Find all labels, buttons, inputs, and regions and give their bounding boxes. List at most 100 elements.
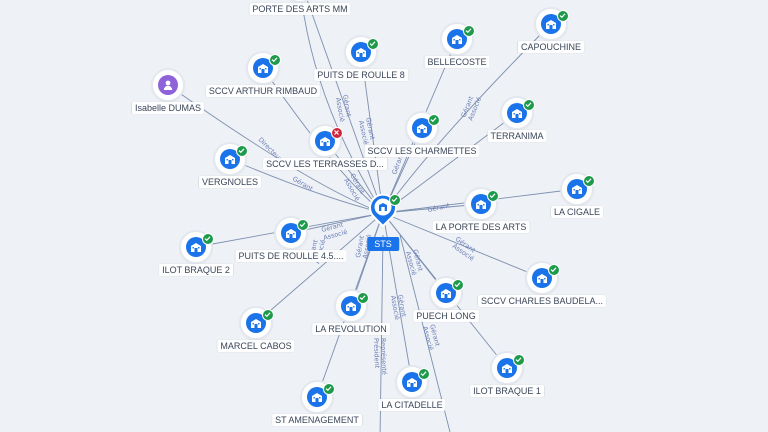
building-icon	[441, 289, 451, 298]
building-icon	[356, 48, 366, 57]
node-bubble	[215, 144, 245, 174]
edge-role-label: Représenté	[379, 338, 388, 375]
node-label: LA CIGALE	[550, 206, 604, 218]
check-badge-icon	[357, 292, 369, 304]
building-icon-circle	[532, 268, 552, 288]
edge-role-label: Gérant	[341, 94, 353, 118]
check-badge-icon	[418, 368, 430, 380]
building-icon	[452, 35, 462, 44]
node-label: SCCV LES CHARMETTES	[364, 145, 480, 157]
node-bubble	[336, 291, 366, 321]
building-icon-circle	[341, 296, 361, 316]
node-label: TERRANIMA	[487, 130, 547, 142]
check-badge-icon	[557, 10, 569, 22]
check-badge-icon	[236, 145, 248, 157]
building-icon-circle	[507, 103, 527, 123]
building-icon-circle	[220, 149, 240, 169]
building-icon	[502, 364, 512, 373]
edge-role-label: Gérant	[427, 201, 451, 214]
active-status-badge	[389, 194, 401, 206]
person-icon-circle	[158, 75, 178, 95]
check-badge-icon	[487, 190, 499, 202]
building-icon	[312, 393, 322, 402]
edge-line	[306, 0, 384, 214]
building-icon	[512, 109, 522, 118]
check-badge-icon	[513, 354, 525, 366]
node-bubble	[302, 382, 332, 412]
building-icon-circle	[253, 58, 273, 78]
building-icon-circle	[436, 283, 456, 303]
node-label: ST AMENAGEMENT	[272, 414, 362, 426]
check-badge-icon	[323, 383, 335, 395]
node-bubble	[153, 70, 183, 100]
node-label: LA CITADELLE	[378, 399, 446, 411]
node-label: Isabelle DUMAS	[131, 102, 205, 114]
check-badge-icon	[548, 264, 560, 276]
node-label: LA PORTE DES ARTS	[432, 221, 530, 233]
building-icon-circle	[186, 237, 206, 257]
node-bubble	[285, 0, 315, 1]
building-icon	[417, 124, 427, 133]
check-badge-icon	[297, 219, 309, 231]
building-icon	[546, 20, 556, 29]
check-badge-icon	[452, 279, 464, 291]
building-icon-circle	[412, 118, 432, 138]
check-badge-icon	[583, 175, 595, 187]
building-icon-circle	[307, 387, 327, 407]
node-bubble	[248, 53, 278, 83]
node-label: SCCV CHARLES BAUDELA...	[477, 295, 607, 307]
node-label: MARCEL CABOS	[217, 340, 295, 352]
check-badge-icon	[202, 233, 214, 245]
node-label: PUITS DE ROULLE 8	[314, 69, 408, 81]
building-icon	[572, 185, 582, 194]
building-icon	[258, 64, 268, 73]
node-label: SCCV LES TERRASSES D...	[263, 158, 387, 170]
building-icon	[191, 243, 201, 252]
check-badge-icon	[523, 99, 535, 111]
building-icon-circle	[351, 42, 371, 62]
building-icon	[320, 137, 330, 146]
person-icon	[163, 80, 173, 90]
building-icon	[225, 155, 235, 164]
node-label: PORTE DES ARTS MM	[249, 3, 351, 15]
building-icon-circle	[567, 179, 587, 199]
building-icon	[476, 200, 486, 209]
node-label: ILOT BRAQUE 1	[470, 385, 544, 397]
check-badge-icon	[463, 25, 475, 37]
check-badge-icon	[262, 309, 274, 321]
center-node-label: STS	[367, 237, 399, 251]
node-label: PUITS DE ROULLE 4.5....	[235, 250, 347, 262]
edge-role-label: Gérant	[291, 175, 315, 193]
node-bubble	[310, 126, 340, 156]
node-label: PUECH LONG	[413, 310, 479, 322]
edge-la-citadelle	[382, 212, 413, 383]
edge-role-label: Gérant	[354, 234, 366, 258]
node-label: SCCV ARTHUR RIMBAUD	[205, 85, 321, 97]
building-icon	[286, 229, 296, 238]
building-icon-circle	[447, 29, 467, 49]
building-icon	[537, 274, 547, 283]
building-icon-circle	[471, 194, 491, 214]
check-badge-icon	[367, 38, 379, 50]
building-icon	[407, 378, 417, 387]
edge-role-label: Président	[372, 338, 381, 369]
node-label: CAPOUCHINE	[517, 41, 585, 53]
node-bubble	[527, 263, 557, 293]
building-icon	[346, 302, 356, 311]
edge-sccv-charles-baudelaire	[382, 212, 543, 279]
node-label: LA REVOLUTION	[312, 323, 390, 335]
building-icon	[251, 319, 261, 328]
building-icon-circle	[541, 14, 561, 34]
building-icon-circle	[315, 131, 335, 151]
check-badge-icon	[269, 54, 281, 66]
building-icon-circle	[497, 358, 517, 378]
building-icon-circle	[246, 313, 266, 333]
node-label: ILOT BRAQUE 2	[159, 264, 233, 276]
building-icon-circle	[281, 223, 301, 243]
edge-role-label: Gérant	[396, 294, 408, 318]
check-badge-icon	[428, 114, 440, 126]
node-label: VERGNOLES	[198, 176, 262, 188]
cross-badge-icon	[331, 127, 343, 139]
node-label: BELLECOSTE	[424, 56, 490, 68]
building-icon-circle	[402, 372, 422, 392]
